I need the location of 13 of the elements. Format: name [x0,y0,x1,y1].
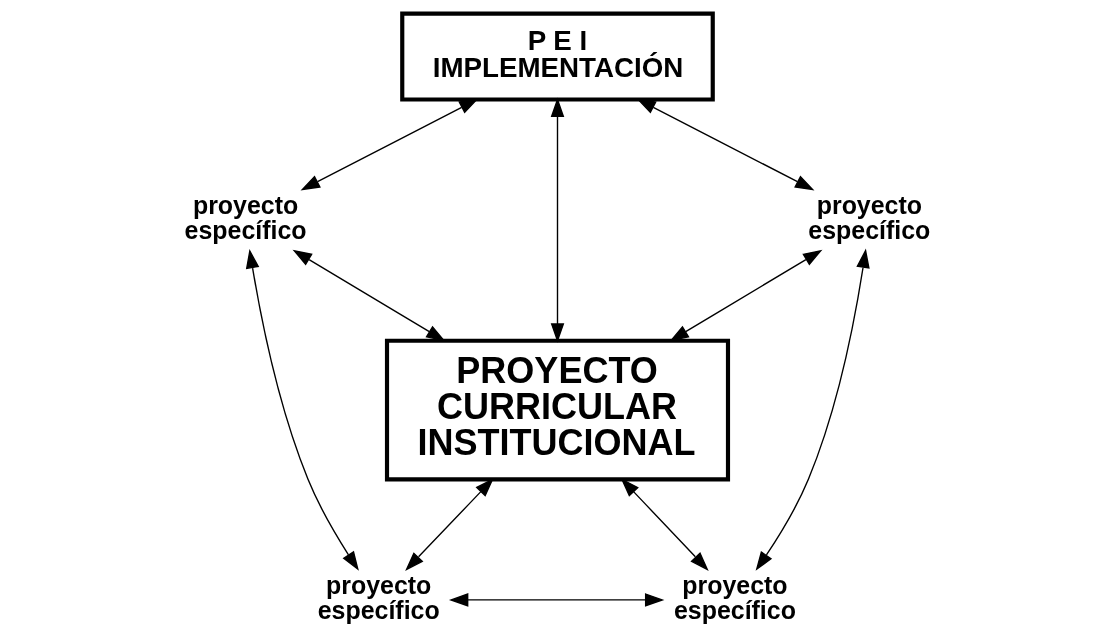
arrow [755,248,870,571]
arrow [668,249,822,342]
node-text: proyecto específico [184,190,307,244]
node-text: proyecto específico [317,570,440,624]
node-text: proyecto específico [673,570,796,624]
node-text: proyecto específico [807,190,930,244]
arrow [300,98,479,191]
arrow [448,593,664,607]
node-box: P E I IMPLEMENTACIÓN [399,11,715,102]
arrow [292,249,446,342]
arrow [550,97,564,343]
arrow [245,248,359,571]
node-box: PROYECTO CURRICULAR INSTITUCIONAL [384,338,730,482]
